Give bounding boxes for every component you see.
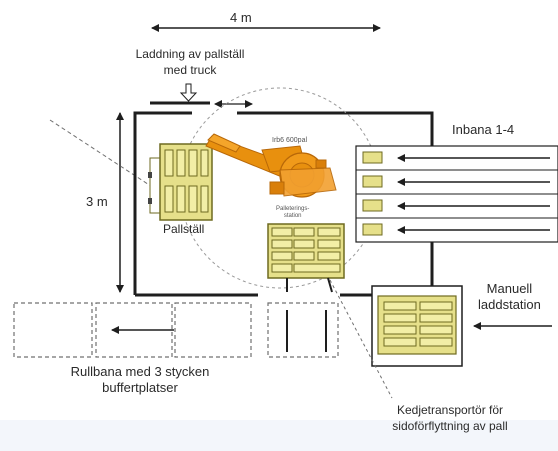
leader-line	[49, 119, 161, 193]
palletizing-station	[267, 223, 345, 293]
chain-conveyor-label: Kedjetransportör för sidoförflyttning av…	[392, 403, 508, 433]
manual-loading-station	[371, 285, 552, 367]
manual-station-label: Manuell laddstation	[478, 281, 541, 312]
height-dimension-label: 3 m	[86, 194, 108, 209]
roller-conveyor	[13, 302, 339, 358]
cell-wall	[133, 111, 434, 297]
background-strip	[0, 420, 558, 451]
loading-arrow-icon	[179, 83, 198, 102]
pallet-rack	[148, 143, 213, 221]
robot-label: Irb6 600pal	[272, 137, 308, 144]
rack-label: Pallställ	[163, 222, 205, 236]
conveyor-label: Rullbana med 3 stycken buffertplatser	[70, 364, 210, 395]
picking-station-label: Palleterings- station	[276, 206, 310, 219]
width-dimension-label: 4 m	[230, 10, 252, 25]
infeed-lanes	[355, 145, 558, 243]
chain-conveyor-rails	[286, 310, 327, 352]
infeed-label: Inbana 1-4	[452, 122, 515, 137]
robot	[205, 133, 337, 198]
chain-leader-line	[329, 279, 393, 399]
loading-label: Laddning av pallställ med truck	[135, 47, 245, 77]
